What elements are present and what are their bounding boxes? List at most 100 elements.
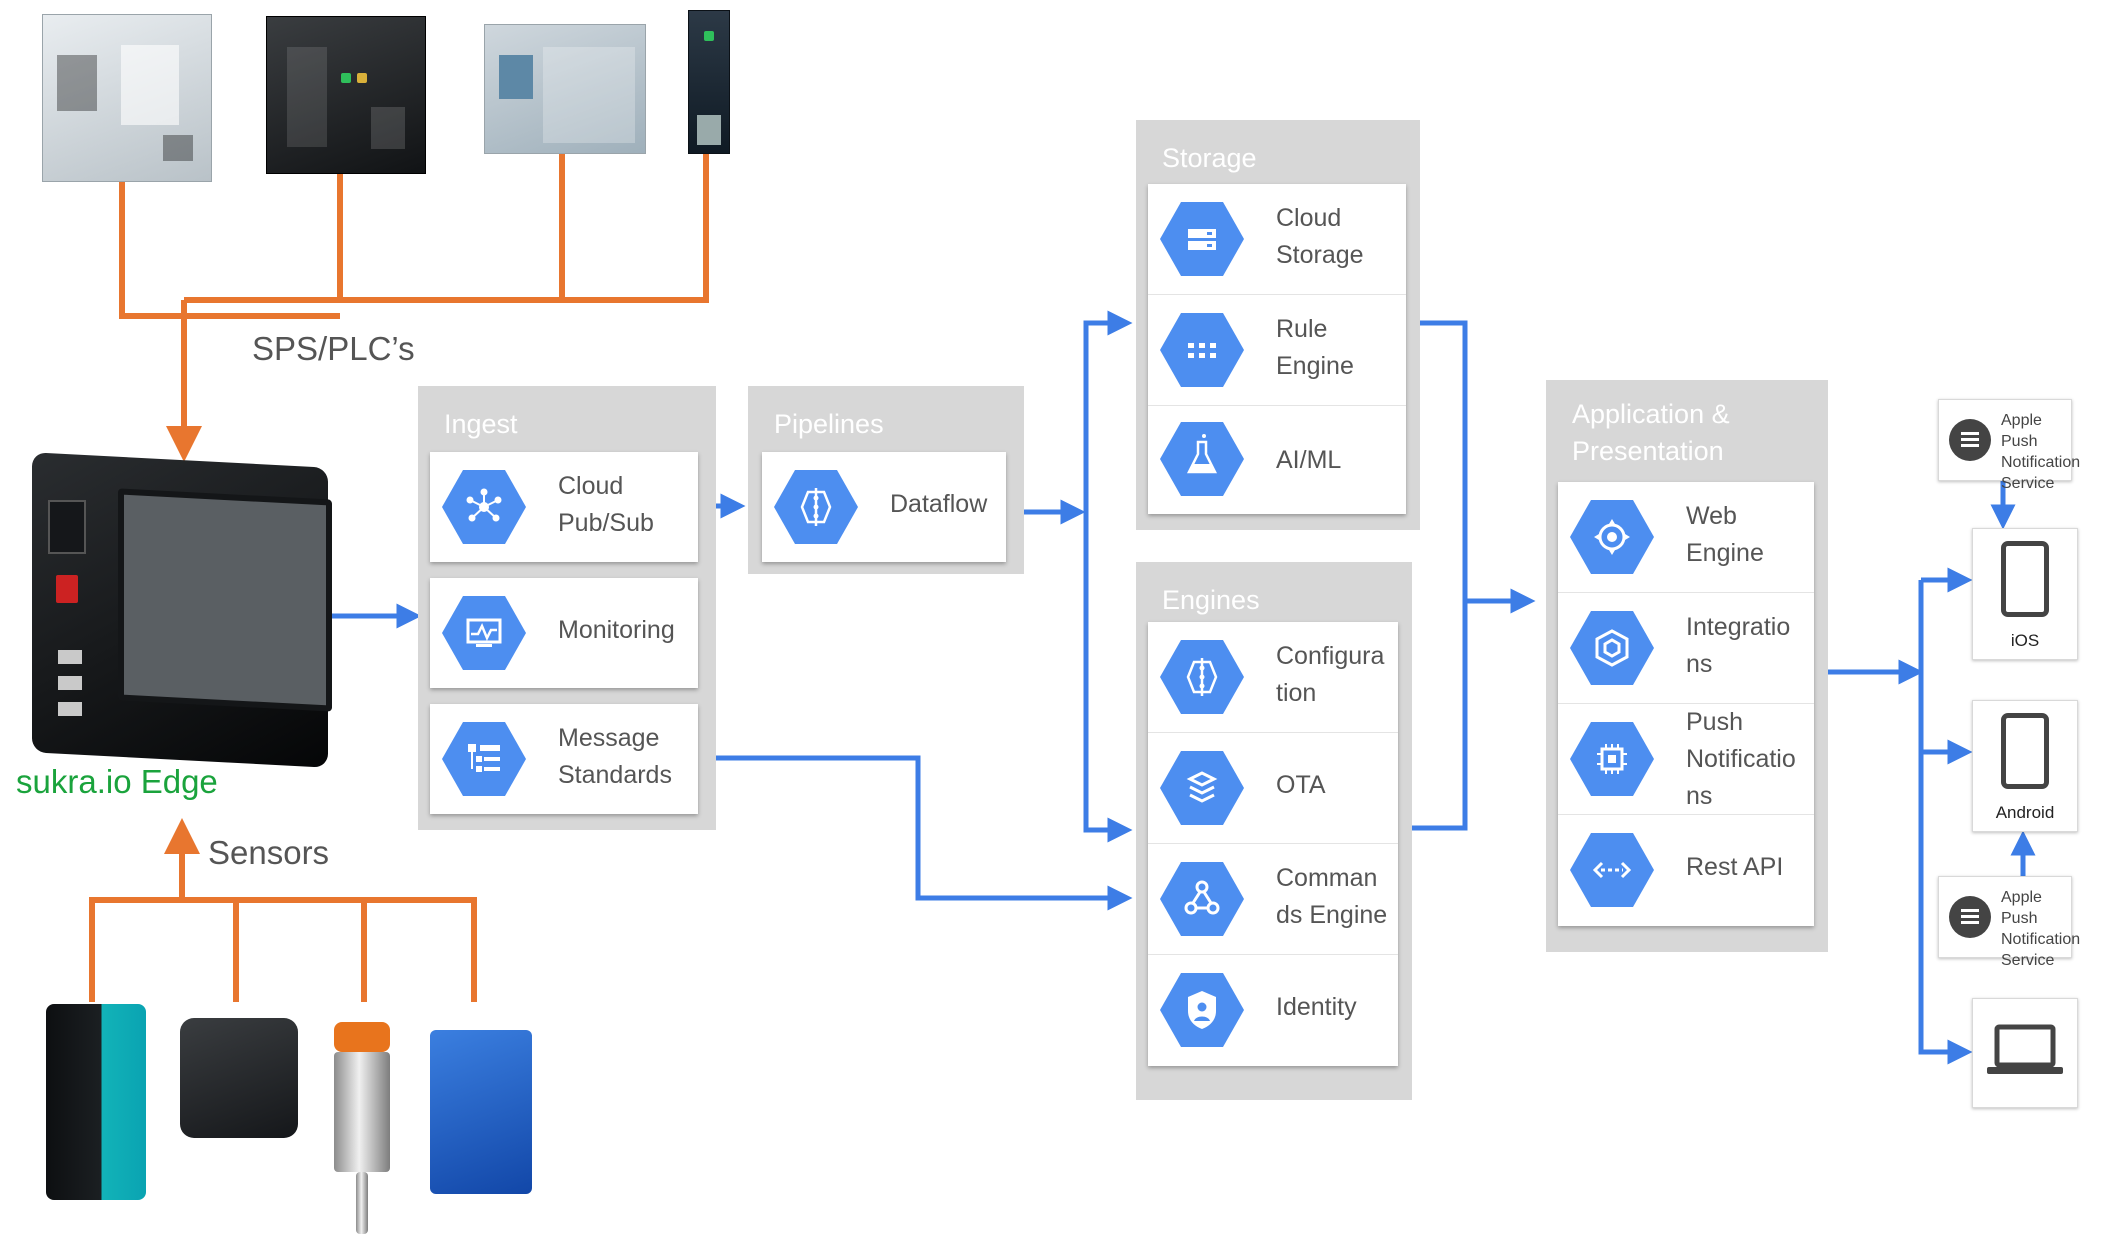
divider [1148,954,1398,955]
push-notifications-icon [1570,722,1654,796]
service-card-identity[interactable]: Identity [1148,955,1398,1066]
edge-usb-port [58,702,82,716]
group-title: Pipelines [774,409,884,439]
plc-device-1 [42,14,212,182]
client-android[interactable]: Android [1972,700,2078,832]
client-ios[interactable]: iOS [1972,528,2078,660]
group-title: Application &Presentation [1572,399,1730,466]
plc-device-4 [688,10,730,154]
divider [1148,294,1406,295]
group-title: Storage [1162,143,1257,173]
client-label: iOS [2010,631,2040,650]
notification-icon [1949,896,1991,938]
notification-icon [1949,419,1991,461]
plc-device-3 [484,24,646,154]
divider [1558,592,1814,593]
edge-label: sukra.io Edge [16,763,218,800]
message-standards-icon [442,722,526,796]
cloud-storage-icon [1160,202,1244,276]
phone-icon [2001,713,2049,789]
service-card-rest-api[interactable]: Rest API [1558,815,1814,926]
laptop-icon [1987,1024,2063,1074]
sensor-1 [46,1004,146,1200]
sensor-3-cap [334,1022,390,1052]
service-card-dataflow[interactable]: Dataflow [762,452,1006,562]
service-label: OTA [1276,771,1326,799]
group-title: Engines [1162,585,1260,615]
service-card-aiml[interactable]: AI/ML [1148,406,1406,514]
rest-api-icon [1570,833,1654,907]
edge-screen [118,488,332,712]
edge-power-socket [48,500,86,554]
rule-engine-icon [1160,313,1244,387]
divider [1558,814,1814,815]
phone-icon [2001,541,2049,617]
ota-icon [1160,751,1244,825]
sensors-label: Sensors [208,834,330,871]
client-label: Android [1995,803,2055,822]
edge-usb-port [58,650,82,664]
service-label: AI/ML [1276,446,1342,474]
identity-icon [1160,973,1244,1047]
edge-usb-port [58,676,82,690]
sensor-3-cable [356,1172,368,1234]
pipelines-group: Pipelines Dataflow [748,386,1024,574]
service-card-ota[interactable]: OTA [1148,733,1398,843]
pubsub-icon [442,470,526,544]
plc-bus [119,150,709,462]
edge-power-switch [56,575,78,603]
service-label: Dataflow [890,490,988,518]
plc-device-2 [266,16,426,174]
service-label: Rest API [1686,853,1784,881]
integrations-icon [1570,611,1654,685]
service-label: Identity [1276,993,1357,1021]
divider [1558,703,1814,704]
monitoring-icon [442,596,526,670]
plc-label: SPS/PLC’s [252,330,415,367]
client-laptop[interactable] [1972,998,2078,1108]
aiml-icon [1160,422,1244,496]
sensor-3 [334,1052,390,1172]
service-card-monitoring[interactable]: Monitoring [430,578,698,688]
web-engine-icon [1570,500,1654,574]
sensor-4 [430,1030,532,1194]
divider [1148,405,1406,406]
sensor-2 [180,1018,298,1138]
dataflow-icon [774,470,858,544]
divider [1148,843,1398,844]
group-title: Ingest [444,409,518,439]
sensor-bus [89,818,477,1002]
commands-engine-icon [1160,862,1244,936]
divider [1148,732,1398,733]
service-label: Monitoring [558,616,675,644]
